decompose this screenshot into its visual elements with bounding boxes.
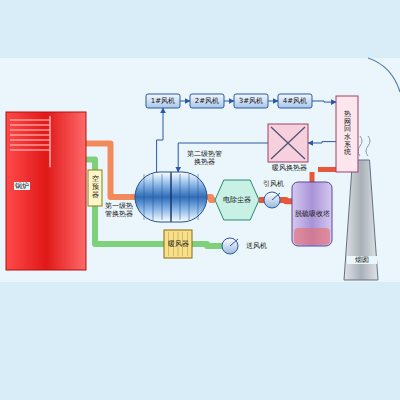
fan-box: 2#风机: [190, 94, 224, 108]
heat-pipe-exchanger: 第二级热管换热器第一级热管换热器: [135, 172, 207, 222]
node-label: 2#风机: [195, 97, 219, 105]
outside-label: 暖风换热器: [260, 164, 318, 172]
diagram-panel: [0, 58, 400, 282]
node-label: 暖风器: [168, 240, 189, 248]
boiler-outline: [6, 112, 86, 270]
desulfurization-tower: 脱硫吸收塔: [292, 182, 332, 246]
pipe-connector: [207, 197, 215, 200]
air-preheater: 空预器: [88, 170, 102, 206]
heat-pipe-exchanger-outline: [135, 172, 207, 222]
flow-arrow: [268, 101, 278, 102]
outside-label: 第一级热管换热器: [103, 202, 135, 218]
node-label: 3#风机: [239, 97, 263, 105]
forced-draft-fan: 送风机: [222, 238, 238, 254]
outside-label: 引风机: [258, 180, 288, 188]
pipe-connector: [192, 244, 222, 246]
outside-label: 第二级热管换热器: [183, 150, 225, 166]
outside-label: 烟囱: [347, 256, 377, 264]
flow-arrow: [180, 101, 190, 102]
air-heater: 暖风器: [164, 230, 192, 258]
node-label: 空预器: [92, 176, 99, 199]
flow-arrow: [308, 142, 336, 143]
heating-network-system: 热网回水系统: [336, 96, 358, 172]
chimney: 烟囱: [344, 160, 378, 280]
node-label: 脱硫吸收塔: [295, 210, 330, 218]
forced-draft-fan-outline: [222, 238, 238, 254]
flow-arrow: [224, 101, 234, 102]
flow-arrow: [178, 143, 268, 172]
pipe-connector: [86, 159, 95, 170]
node-label: 1#风机: [151, 97, 175, 105]
outside-label: 送风机: [240, 242, 272, 250]
fan-box: 1#风机: [146, 94, 180, 108]
node-label: 热网回水系统: [344, 111, 351, 157]
node-label: 4#风机: [283, 97, 307, 105]
fan-box: 4#风机: [278, 94, 312, 108]
outside-label: 锅炉: [14, 182, 30, 190]
pipe-connector: [259, 197, 264, 203]
heat-exchanger: 暖风换热器: [268, 124, 308, 162]
induced-draft-fan: 引风机: [264, 192, 280, 208]
panel-curve: [368, 58, 400, 92]
induced-draft-fan-outline: [264, 192, 280, 208]
boiler: 锅炉: [6, 112, 86, 270]
heat-exchanger-outline: [268, 124, 308, 162]
node-label: 电除尘器: [223, 196, 251, 204]
flow-arrow: [312, 101, 336, 102]
pipe-connector: [280, 200, 292, 201]
fan-box: 3#风机: [234, 94, 268, 108]
electrostatic-precipitator: 电除尘器: [215, 180, 259, 220]
flow-arrow: [157, 108, 163, 172]
